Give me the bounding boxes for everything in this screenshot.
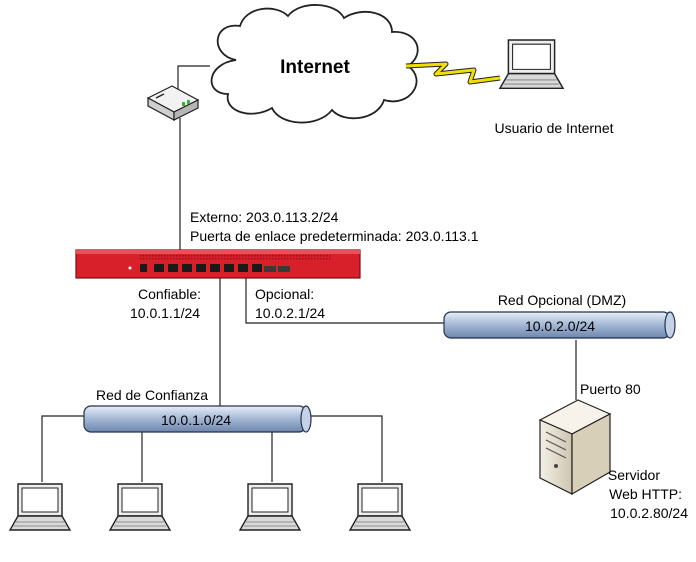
optional-interface-ip: 10.0.2.1/24 (255, 305, 325, 321)
laptop-icon (9, 483, 71, 531)
laptop-icon (109, 483, 171, 531)
server-port-label: Puerto 80 (580, 381, 641, 397)
optional-subnet-label: 10.0.2.0/24 (525, 318, 595, 334)
trusted-subnet-label: 10.0.1.0/24 (161, 412, 231, 428)
external-ip-label: Externo: 203.0.113.2/24 (190, 209, 339, 225)
modem-icon (146, 85, 200, 122)
server-label-line2: Web HTTP: (609, 486, 682, 502)
firebox-to-optional-line (245, 278, 446, 324)
trusted-interface-label: Confiable: (138, 286, 201, 302)
firebox-vents (140, 255, 331, 260)
trusted-network-name: Red de Confianza (96, 387, 208, 403)
laptop-icon (349, 483, 411, 531)
internet-user-label: Usuario de Internet (494, 120, 613, 136)
trusted-interface-ip: 10.0.1.1/24 (130, 305, 200, 321)
trusted-laptop-4 (349, 483, 411, 531)
optional-network-name: Red Opcional (DMZ) (498, 292, 626, 308)
server-icon (538, 399, 612, 496)
internet-user-laptop (499, 39, 564, 90)
server-label-line1: Servidor (608, 467, 660, 483)
cloud-label: Internet (280, 57, 350, 78)
firewall-icon (75, 249, 361, 279)
trusted-laptop-3 (239, 483, 301, 531)
connection-lines (41, 65, 577, 482)
trusted-to-laptop-1-line (41, 415, 86, 482)
laptop-icon (239, 483, 301, 531)
trusted-to-laptop-4-line (308, 415, 383, 482)
trusted-laptop-2 (109, 483, 171, 531)
lightning-icon (405, 61, 501, 85)
laptop-icon (499, 39, 564, 90)
server-ip-label: 10.0.2.80/24 (610, 505, 688, 521)
optional-network-bus: 10.0.2.0/24 (443, 311, 676, 339)
trusted-network-bus: 10.0.1.0/24 (83, 405, 312, 433)
default-gateway-label: Puerta de enlace predeterminada: 203.0.1… (190, 228, 479, 244)
cloud-icon: Internet (210, 4, 419, 124)
trusted-laptop-1 (9, 483, 71, 531)
optional-interface-label: Opcional: (255, 286, 314, 302)
